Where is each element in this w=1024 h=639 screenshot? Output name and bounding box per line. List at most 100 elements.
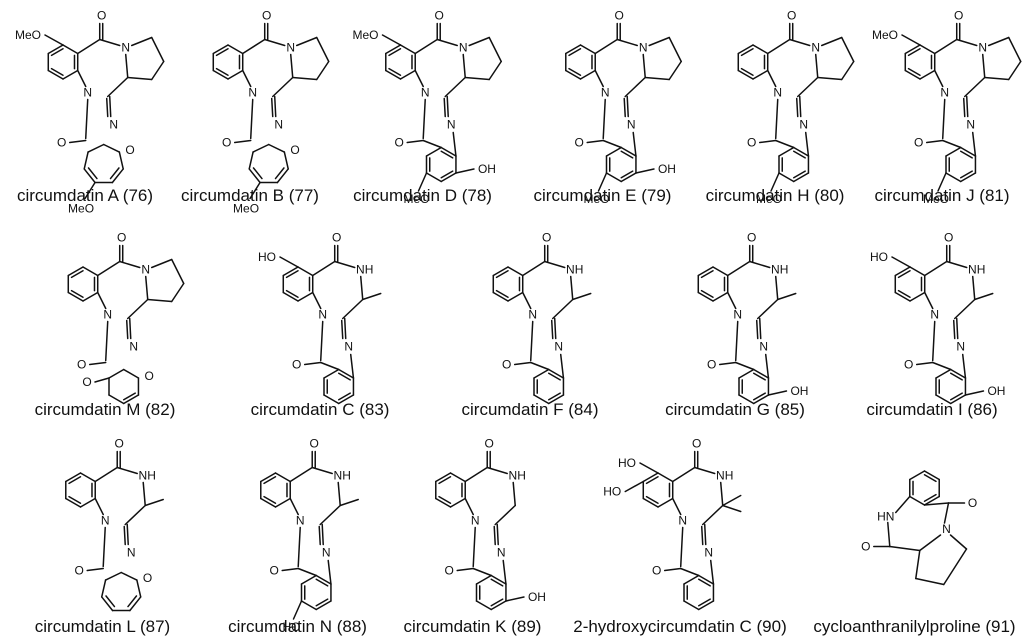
bond — [620, 146, 637, 157]
bond — [492, 291, 509, 302]
atom-label-o: O — [502, 358, 511, 372]
bond — [579, 44, 596, 55]
bond — [300, 600, 317, 611]
double-bond — [959, 170, 973, 179]
atom-label-o: O — [575, 136, 584, 150]
bond — [79, 472, 96, 483]
bond — [108, 368, 125, 379]
double-bond — [752, 392, 766, 401]
atom-label-n: N — [956, 340, 965, 354]
compound-label: circumdatin E (79) — [533, 186, 672, 205]
bond — [569, 275, 574, 301]
double-bond — [70, 289, 84, 299]
compound-label: circumdatin F (84) — [461, 400, 599, 419]
bond — [65, 497, 82, 508]
double-bond — [568, 47, 582, 57]
double-bond — [315, 578, 329, 587]
bond — [100, 596, 114, 612]
bond — [130, 36, 153, 47]
bond — [76, 38, 101, 55]
bond — [271, 76, 294, 98]
bond — [909, 266, 926, 277]
bond — [543, 260, 566, 269]
methyl — [339, 498, 359, 507]
bond — [319, 361, 340, 371]
bond — [774, 98, 779, 140]
bond — [267, 143, 286, 153]
substituent-meo: MeO — [872, 28, 898, 42]
atom-label-n: N — [942, 522, 951, 536]
bond — [349, 353, 355, 379]
atom-label-n: N — [141, 263, 150, 277]
bond — [62, 69, 79, 80]
bond — [462, 53, 466, 79]
bond — [406, 139, 424, 144]
bond — [788, 38, 811, 47]
bond — [263, 38, 286, 47]
bond — [605, 146, 622, 157]
atom-label-n: N — [678, 514, 687, 528]
substituent-meo: MeO — [923, 192, 949, 206]
atom-label-n: N — [296, 514, 305, 528]
bond — [933, 69, 944, 88]
bond — [642, 53, 646, 79]
bond — [315, 36, 330, 63]
bond — [289, 53, 294, 79]
bond — [620, 172, 637, 183]
bond — [764, 353, 770, 379]
bond — [311, 291, 322, 310]
bond — [129, 596, 142, 612]
compound-label: 2-hydroxycircumdatin C (90) — [573, 617, 787, 636]
atom-label-o: O — [270, 564, 279, 578]
bond — [792, 146, 810, 157]
double-bond — [270, 97, 274, 118]
double-bond — [388, 47, 402, 57]
bond — [435, 472, 452, 483]
bond — [752, 44, 769, 55]
bond — [84, 98, 89, 140]
bond — [108, 394, 125, 405]
atom-label-o: O — [944, 231, 953, 245]
atom-label-nh: NH — [356, 263, 373, 277]
compound-label: circumdatin N (88) — [228, 617, 367, 636]
atom-label-n: N — [274, 118, 283, 132]
bond — [949, 534, 968, 550]
bond — [712, 291, 729, 302]
bond — [915, 361, 934, 366]
atom-label-n: N — [639, 41, 648, 55]
bond — [315, 60, 330, 81]
bond — [919, 44, 936, 55]
substituent-meo: MeO — [583, 192, 609, 206]
bond — [289, 497, 299, 516]
bond — [47, 69, 64, 80]
bond — [381, 34, 402, 46]
bond — [104, 571, 122, 581]
bond — [602, 98, 606, 140]
bond — [425, 172, 442, 183]
bond — [126, 76, 153, 81]
atom-label-n: N — [554, 340, 563, 354]
double-bond — [215, 47, 229, 57]
double-bond — [263, 495, 277, 505]
bond — [108, 95, 112, 118]
bond — [311, 466, 333, 475]
substituent-ho: HO — [258, 250, 276, 264]
bond — [697, 291, 714, 302]
atom-label-o: O — [82, 375, 91, 389]
methyl — [721, 494, 742, 507]
bond — [472, 567, 492, 577]
bond — [76, 69, 87, 88]
bond — [945, 260, 968, 269]
bond — [68, 139, 87, 144]
bond — [282, 291, 299, 302]
bond — [605, 172, 622, 183]
bond — [657, 472, 674, 483]
bond — [758, 317, 762, 340]
bond — [47, 44, 64, 55]
substituent-oh: OH — [658, 162, 676, 176]
bond — [311, 260, 336, 277]
